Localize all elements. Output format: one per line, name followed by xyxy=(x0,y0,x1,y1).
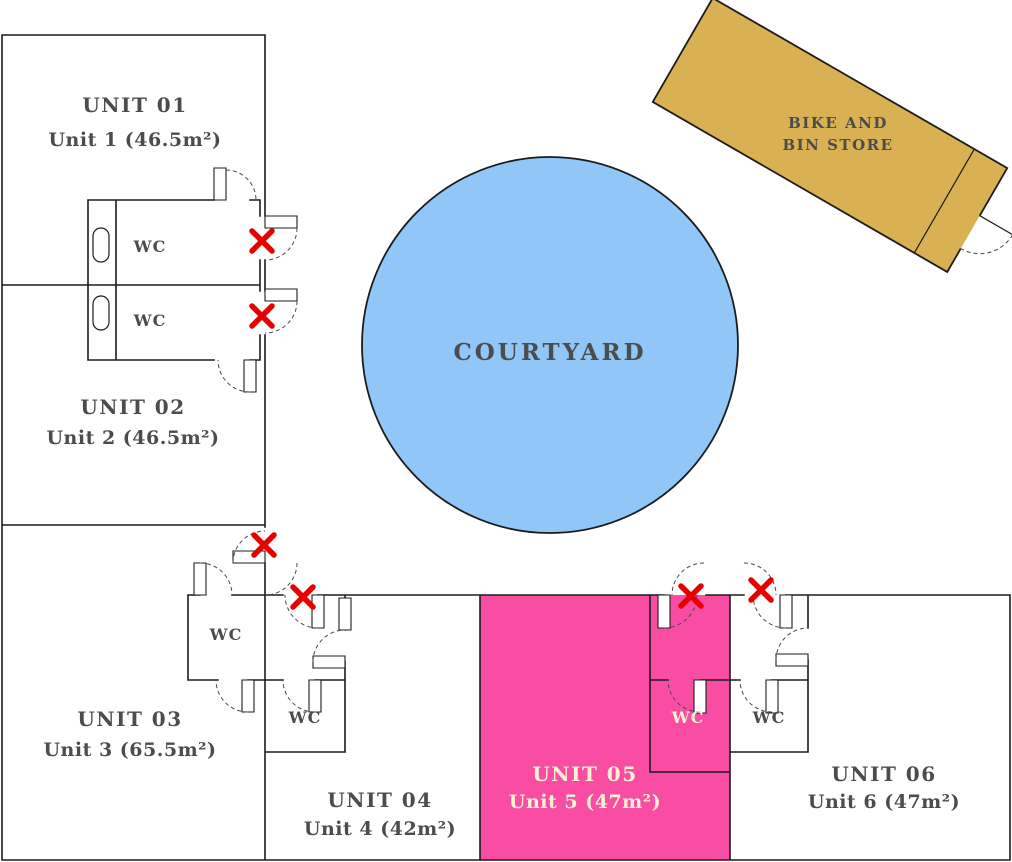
bike-bin-store xyxy=(651,0,1012,274)
wc-label-6: WC xyxy=(752,708,786,727)
unit-06-title: UNIT 06 xyxy=(831,762,936,786)
wc-label-4: WC xyxy=(288,708,322,727)
toilet-icon xyxy=(92,227,110,263)
unit-03-subtitle: Unit 3 (65.5m²) xyxy=(43,739,216,761)
wc-label-5: WC xyxy=(671,708,705,727)
bike-bin-store-door-leaf xyxy=(979,215,1012,236)
blocked-door-x-icon xyxy=(678,583,704,609)
wc-label-1: WC xyxy=(133,237,167,256)
unit-01-subtitle: Unit 1 (46.5m²) xyxy=(48,129,221,151)
blocked-door-x-icon xyxy=(251,532,277,558)
courtyard-circle xyxy=(361,156,739,534)
unit-05-subtitle: Unit 5 (47m²) xyxy=(509,791,661,813)
walls xyxy=(1,34,1011,861)
unit-02-subtitle: Unit 2 (46.5m²) xyxy=(46,427,219,449)
unit-03-title: UNIT 03 xyxy=(77,707,182,731)
unit-02-title: UNIT 02 xyxy=(80,395,185,419)
blocked-door-x-icon xyxy=(249,228,275,254)
bike-bin-store-door-swing xyxy=(960,234,1012,255)
unit-06-subtitle: Unit 6 (47m²) xyxy=(808,791,960,813)
bike-bin-store-outline xyxy=(651,0,1009,274)
toilet-icon xyxy=(92,295,110,331)
unit-04-subtitle: Unit 4 (42m²) xyxy=(304,818,456,840)
courtyard-label: COURTYARD xyxy=(453,339,646,366)
door-swing-arcs xyxy=(199,169,809,713)
unit-04-title: UNIT 04 xyxy=(327,788,432,812)
unit-01-title: UNIT 01 xyxy=(82,93,187,117)
bike-bin-store-partition xyxy=(913,148,975,254)
blocked-door-x-icon xyxy=(249,303,275,329)
blocked-door-x-icon xyxy=(748,577,774,603)
unit-05-title: UNIT 05 xyxy=(532,762,637,786)
wc-label-3: WC xyxy=(209,625,243,644)
blocked-door-x-icon xyxy=(290,584,316,610)
wc-label-2: WC xyxy=(133,311,167,330)
unit-05-highlight-area xyxy=(480,595,730,860)
bike-store-label-line1: BIKE AND xyxy=(788,114,888,132)
bike-store-label-line2: BIN STORE xyxy=(782,136,893,154)
